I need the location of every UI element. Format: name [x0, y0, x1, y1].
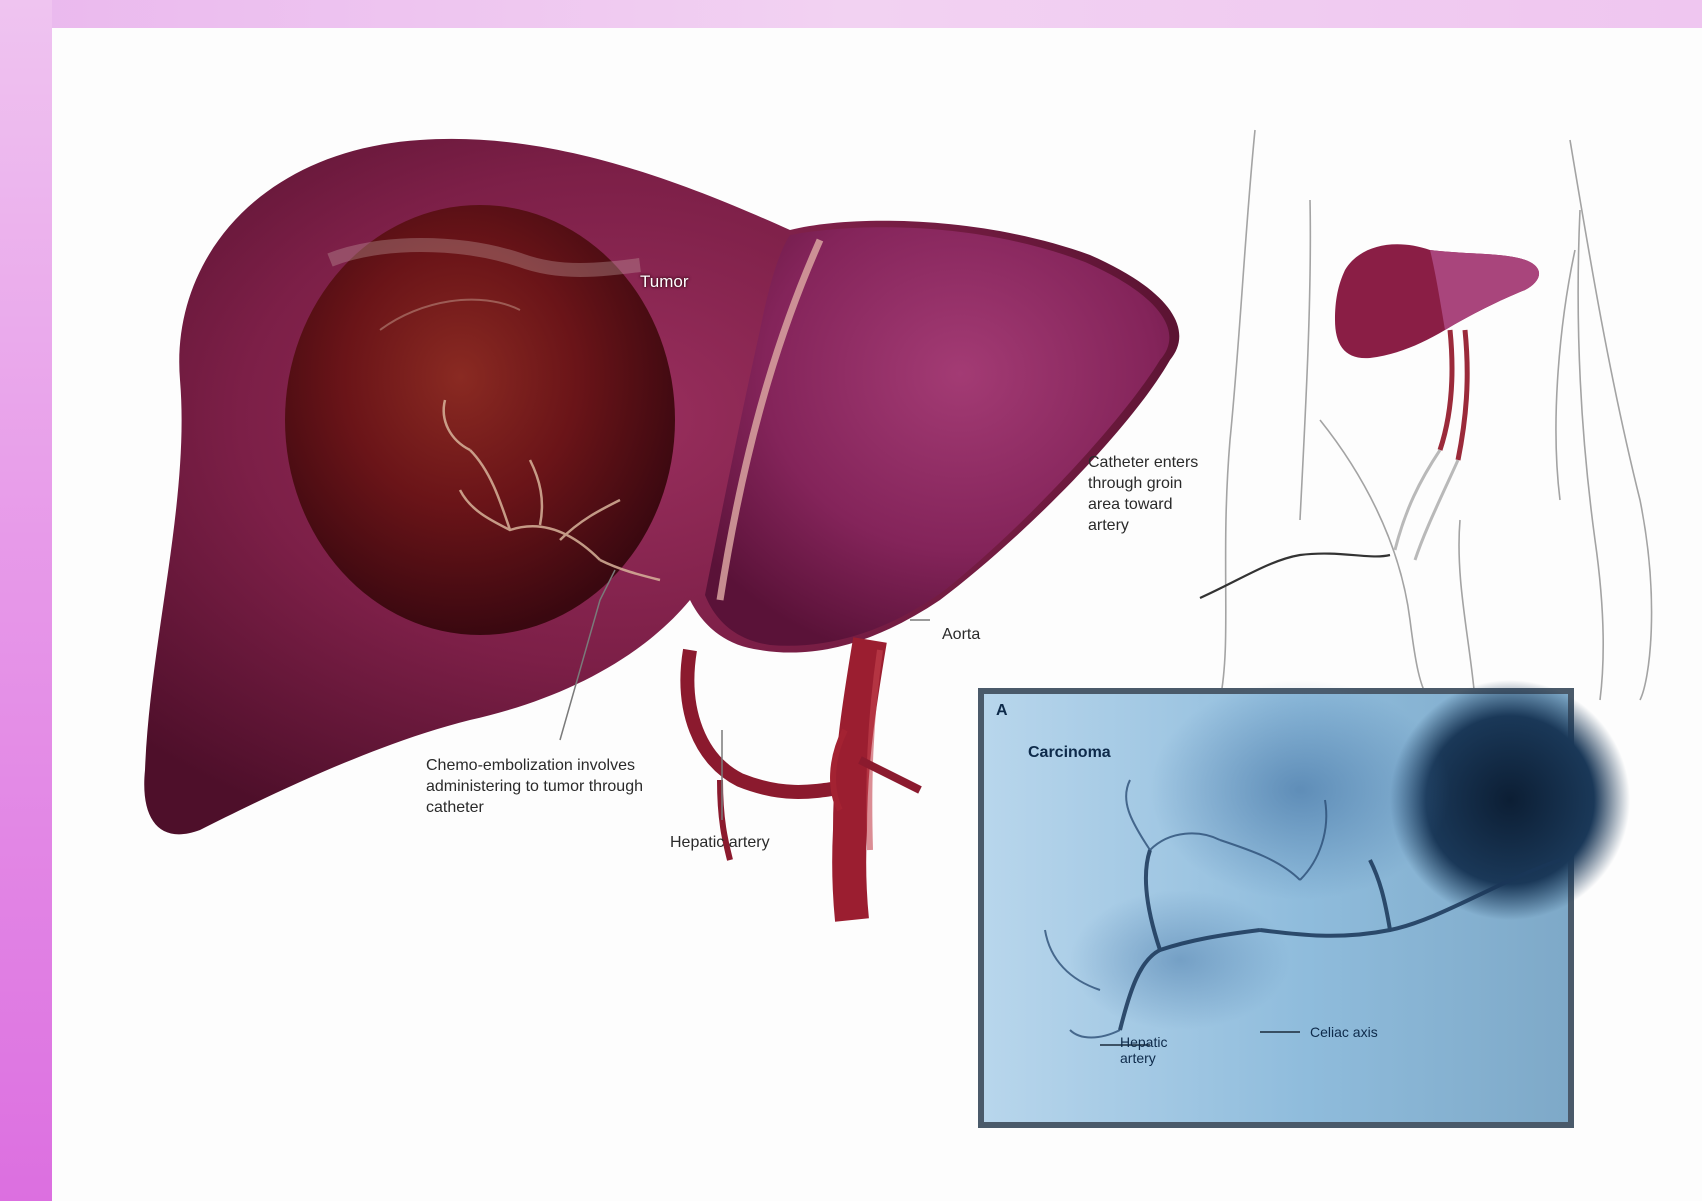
- body-outline-sketch: [1220, 130, 1652, 700]
- catheter-line: [1200, 554, 1390, 598]
- xray-label-celiac: Celiac axis: [1310, 1024, 1378, 1040]
- xray-label-carcinoma: Carcinoma: [1028, 744, 1111, 762]
- xray-label-hepatic: Hepatic artery: [1120, 1034, 1200, 1066]
- label-catheter-note: Catheter enters through groin area towar…: [1088, 452, 1213, 536]
- label-hepatic-artery: Hepatic artery: [670, 832, 790, 853]
- label-chemo-note: Chemo-embolization involves administerin…: [426, 755, 671, 818]
- label-tumor: Tumor: [640, 272, 689, 292]
- xray-corner-letter: A: [996, 702, 1008, 720]
- liver-right-lobe: [705, 227, 1169, 645]
- label-aorta: Aorta: [942, 624, 980, 645]
